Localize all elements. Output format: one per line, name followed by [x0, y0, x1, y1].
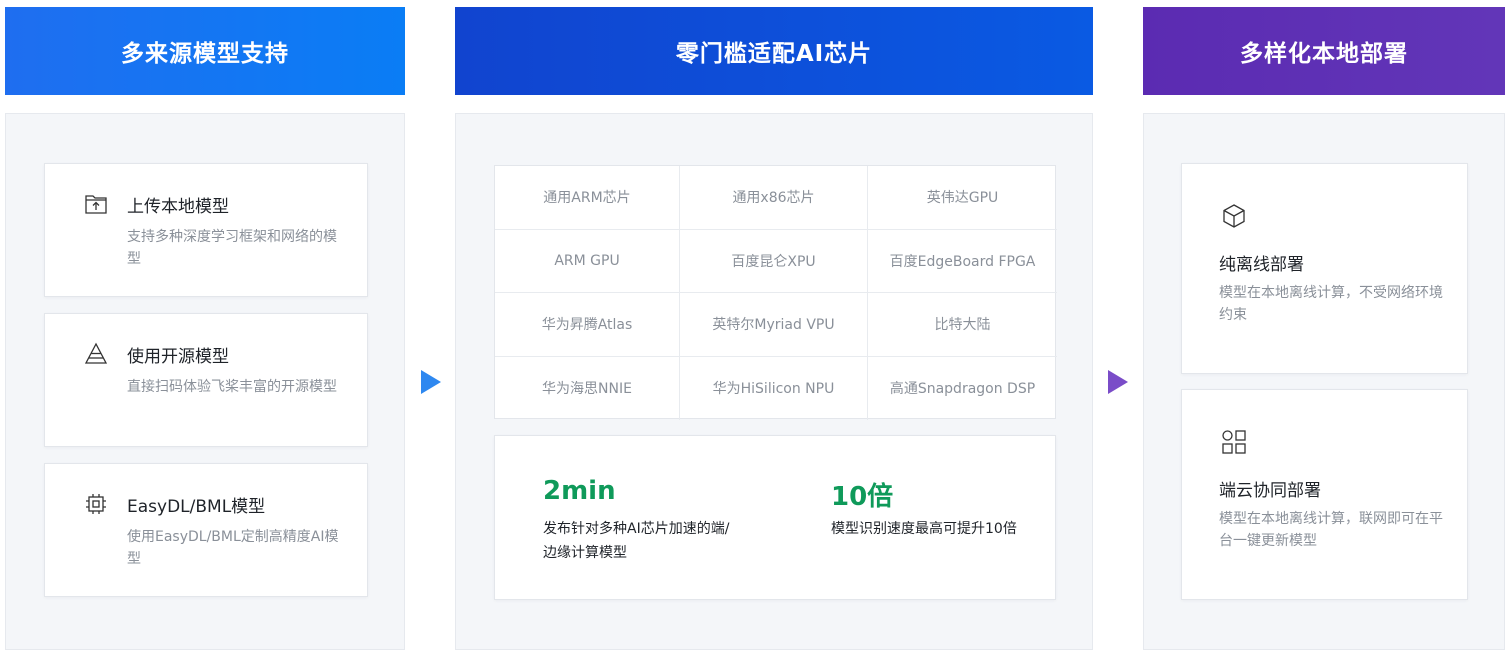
model-source-title: EasyDL/BML模型 — [127, 497, 266, 517]
cube-icon — [1220, 202, 1248, 230]
column-title: 多来源模型支持 — [121, 41, 289, 67]
stat-value: 10倍 — [831, 482, 894, 512]
chip-cell: 英特尔Myriad VPU — [680, 293, 868, 357]
grid-apps-icon — [1220, 428, 1248, 456]
chip-cell: 华为HiSilicon NPU — [680, 356, 868, 420]
stat-desc: 模型识别速度最高可提升10倍 — [831, 521, 1017, 537]
folder-upload-icon — [84, 192, 108, 216]
deployment-title: 端云协同部署 — [1219, 481, 1321, 501]
stat-desc: 发布针对多种AI芯片加速的端/边缘计算模型 — [543, 521, 730, 561]
deployment-desc: 模型在本地离线计算，不受网络环境约束 — [1219, 285, 1443, 323]
stat-value: 2min — [543, 476, 616, 506]
stats-card: 2min 发布针对多种AI芯片加速的端/边缘计算模型 10倍 模型识别速度最高可… — [494, 435, 1056, 600]
deployment-card-offline[interactable]: 纯离线部署 模型在本地离线计算，不受网络环境约束 — [1181, 163, 1468, 374]
chip-cell: 华为昇腾Atlas — [495, 293, 680, 357]
model-source-title: 上传本地模型 — [127, 197, 229, 217]
chip-cell: ARM GPU — [495, 229, 680, 293]
chip-cell: 英伟达GPU — [868, 166, 1057, 230]
model-source-card-opensource[interactable]: 使用开源模型 直接扫码体验飞桨丰富的开源模型 — [44, 313, 368, 447]
chip-cell: 比特大陆 — [868, 293, 1057, 357]
deployment-desc: 模型在本地离线计算，联网即可在平台一键更新模型 — [1219, 511, 1443, 549]
model-source-desc: 直接扫码体验飞桨丰富的开源模型 — [127, 379, 337, 395]
chip-cell: 百度昆仑XPU — [680, 229, 868, 293]
chip-cell: 华为海思NNIE — [495, 356, 680, 420]
column-header-deployment: 多样化本地部署 — [1143, 7, 1505, 95]
chip-cell: 通用x86芯片 — [680, 166, 868, 230]
deployment-panel: 纯离线部署 模型在本地离线计算，不受网络环境约束 端云协同部署 模型在本地离线计… — [1143, 113, 1505, 650]
column-header-ai-chips: 零门槛适配AI芯片 — [455, 7, 1093, 95]
model-source-desc: 支持多种深度学习框架和网络的模型 — [127, 229, 337, 267]
chip-icon — [84, 492, 108, 516]
arrow-right-icon — [1108, 370, 1128, 394]
model-source-card-easydl[interactable]: EasyDL/BML模型 使用EasyDL/BML定制高精度AI模型 — [44, 463, 368, 597]
model-source-card-upload[interactable]: 上传本地模型 支持多种深度学习框架和网络的模型 — [44, 163, 368, 297]
deployment-card-edge-cloud[interactable]: 端云协同部署 模型在本地离线计算，联网即可在平台一键更新模型 — [1181, 389, 1468, 600]
pyramid-icon — [84, 342, 108, 366]
column-title: 多样化本地部署 — [1240, 41, 1408, 67]
arrow-right-icon — [421, 370, 441, 394]
ai-chips-panel: 通用ARM芯片 通用x86芯片 英伟达GPU ARM GPU 百度昆仑XPU 百… — [455, 113, 1093, 650]
deployment-title: 纯离线部署 — [1219, 255, 1304, 275]
chip-cell: 百度EdgeBoard FPGA — [868, 230, 1057, 293]
chip-grid: 通用ARM芯片 通用x86芯片 英伟达GPU ARM GPU 百度昆仑XPU 百… — [494, 165, 1057, 420]
chip-cell: 通用ARM芯片 — [495, 166, 680, 230]
column-header-model-sources: 多来源模型支持 — [5, 7, 405, 95]
chip-cell: 高通Snapdragon DSP — [889, 381, 1036, 398]
model-source-title: 使用开源模型 — [127, 347, 229, 367]
model-source-desc: 使用EasyDL/BML定制高精度AI模型 — [127, 529, 339, 567]
column-title: 零门槛适配AI芯片 — [675, 41, 873, 67]
model-sources-panel: 上传本地模型 支持多种深度学习框架和网络的模型 使用开源模型 直接扫码体验飞桨丰… — [5, 113, 405, 650]
